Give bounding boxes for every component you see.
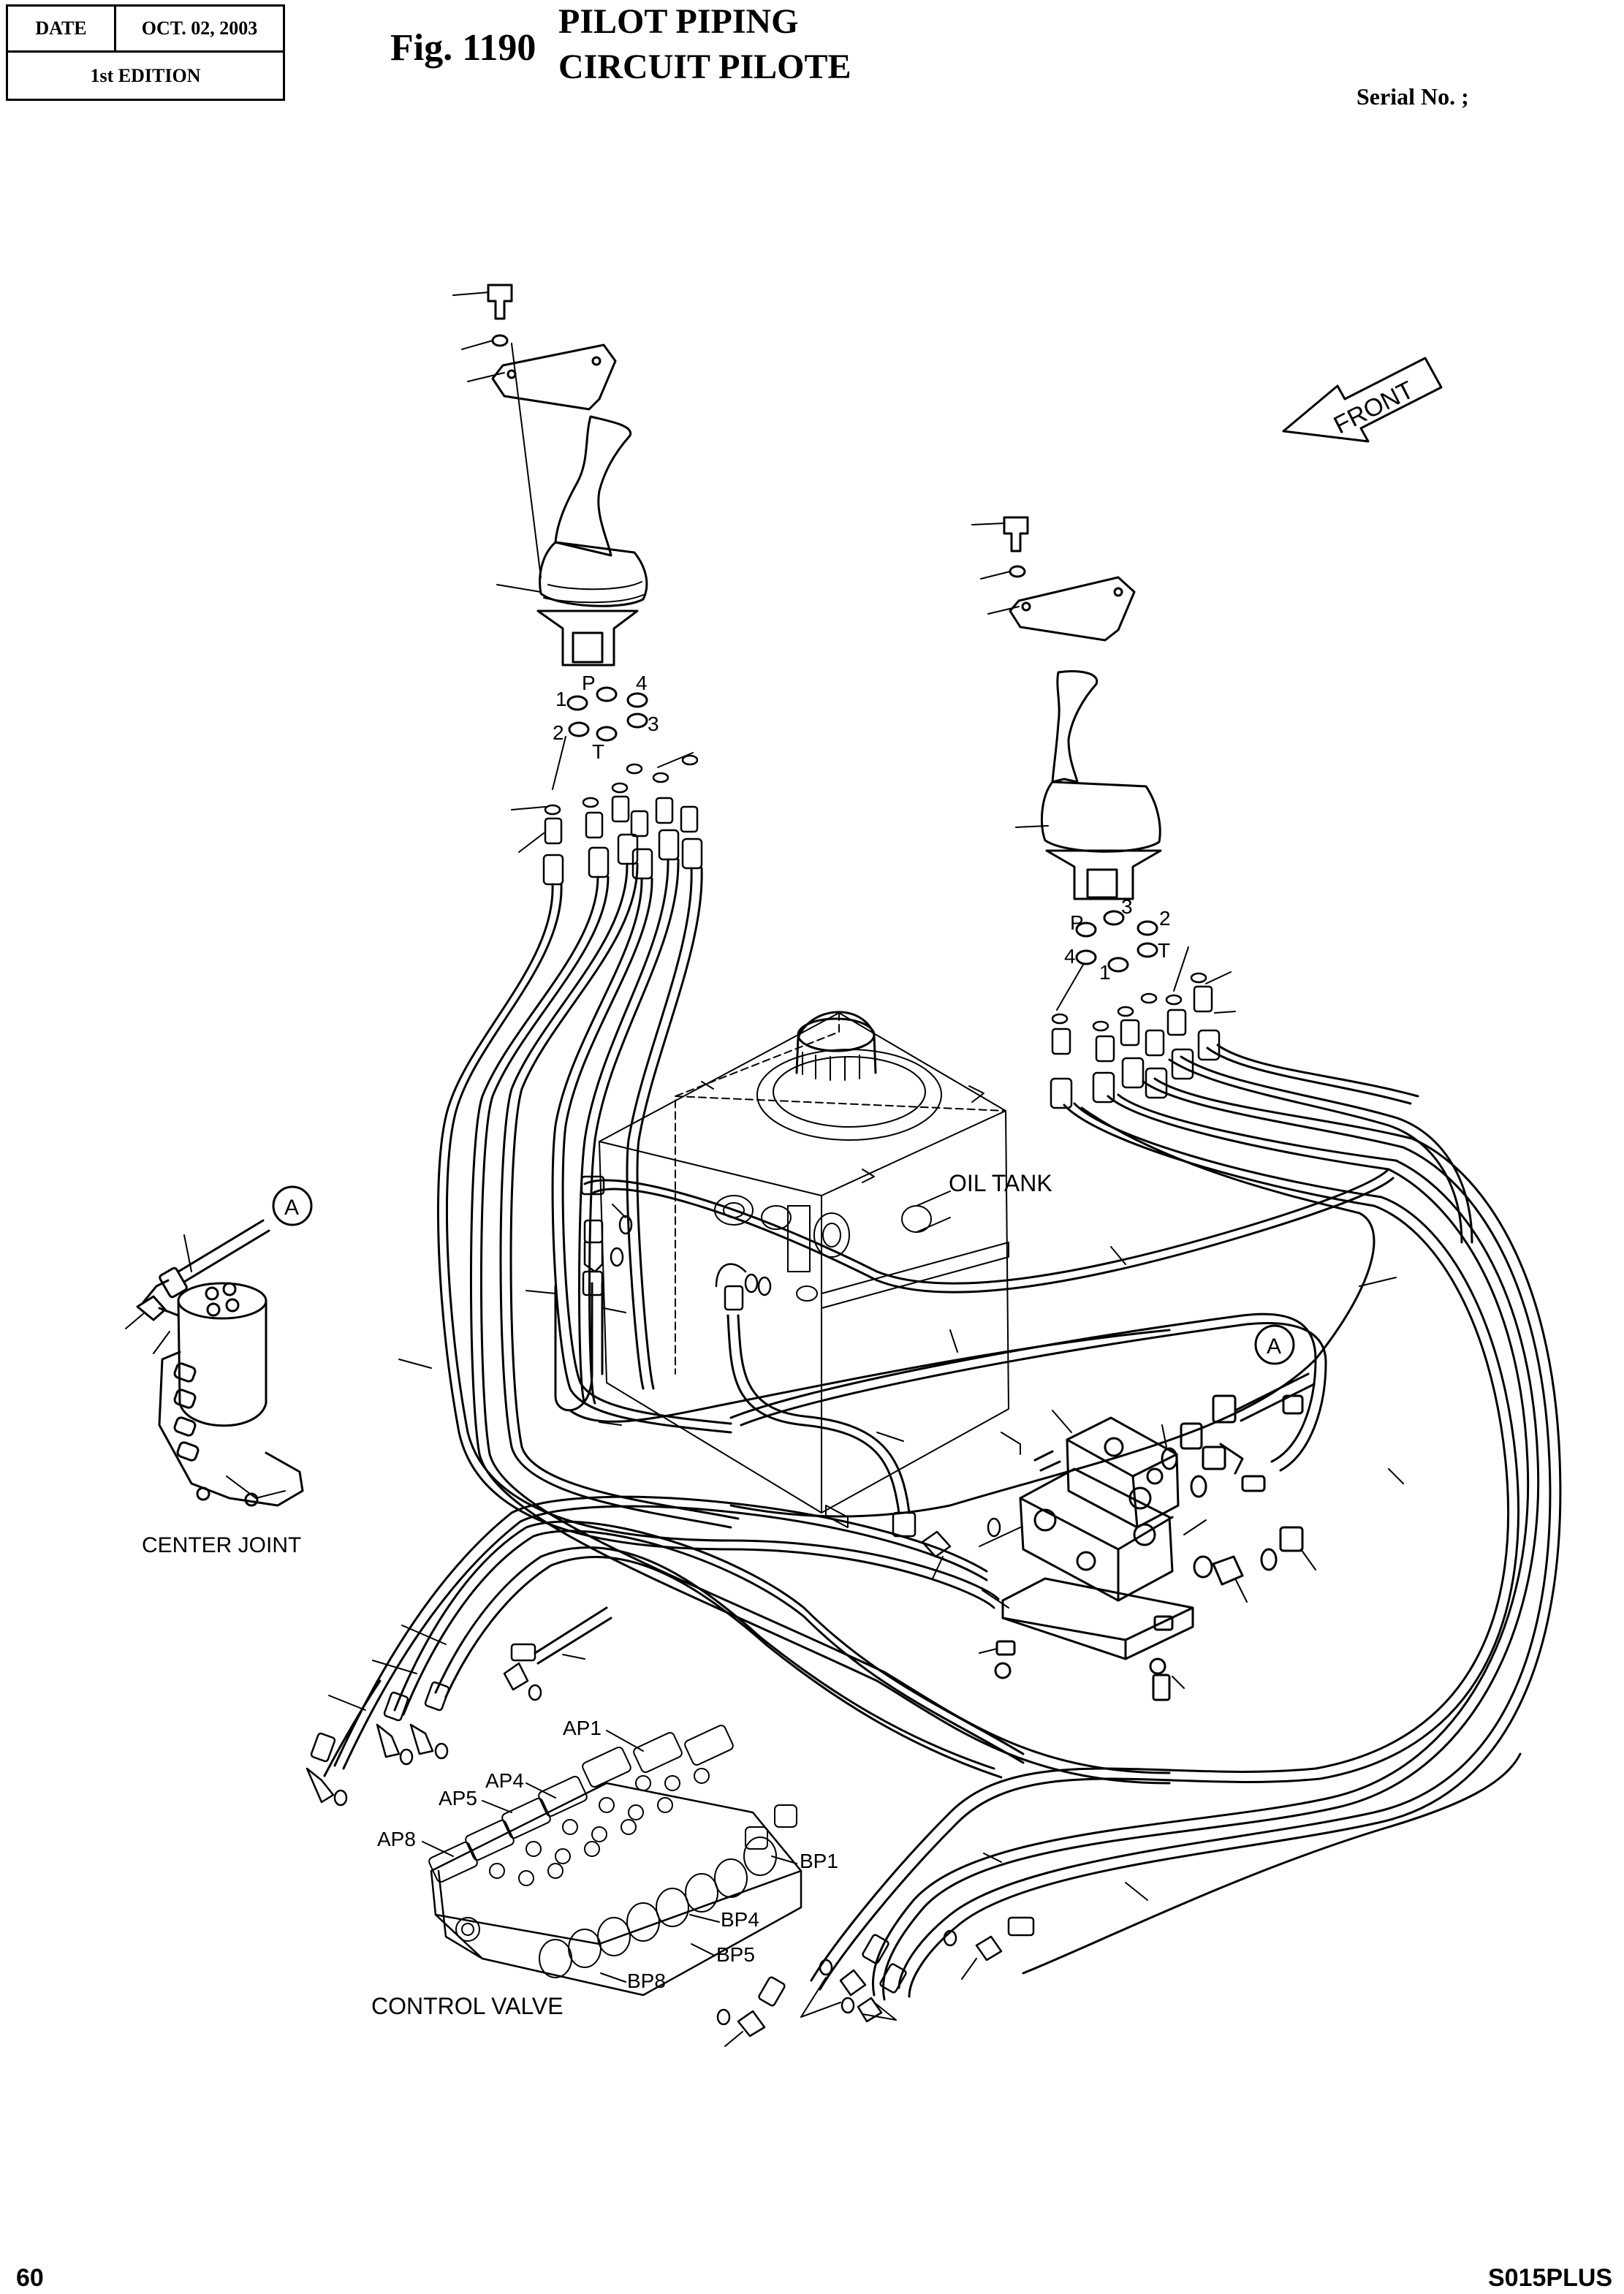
ap-port-fittings <box>306 1606 612 1807</box>
port-ap5: AP5 <box>439 1787 477 1809</box>
control-valve-leaders <box>422 1730 797 1983</box>
port-ap1: AP1 <box>563 1717 602 1739</box>
solenoid-valve-block <box>979 1324 1316 1701</box>
port-label-4-right: 4 <box>1064 945 1076 968</box>
port-bp8: BP8 <box>627 1970 666 1992</box>
center-joint-label: CENTER JOINT <box>142 1533 301 1557</box>
model-name: S015PLUS <box>1488 2264 1613 2292</box>
port-label-p-right: P <box>1070 911 1084 934</box>
port-ap4: AP4 <box>485 1769 524 1792</box>
tank-hoses <box>554 1168 1395 1514</box>
control-valve <box>428 1724 802 1997</box>
serial-number: Serial No. ; <box>1357 83 1469 110</box>
revision-box: DATE OCT. 02, 2003 1st EDITION <box>6 4 285 101</box>
port-label-2-right: 2 <box>1159 907 1171 930</box>
edition-row: 1st EDITION <box>8 53 283 99</box>
title-english: PILOT PIPING <box>558 2 799 41</box>
hoses-right-joystick <box>729 1044 1562 2001</box>
date-value: OCT. 02, 2003 <box>141 18 258 39</box>
port-label-3: 3 <box>648 713 659 735</box>
port-label-3-right: 3 <box>1121 895 1133 918</box>
left-pilot-valve: 1 P 4 2 T 3 <box>452 284 703 886</box>
control-valve-label: CONTROL VALVE <box>371 1993 564 2019</box>
edition-text: 1st EDITION <box>90 64 201 86</box>
port-label-1-right: 1 <box>1099 961 1111 984</box>
figure-number: Fig. 1190 <box>390 27 536 69</box>
port-bp5: BP5 <box>716 1943 755 1966</box>
right-pilot-valve: P 3 2 4 1 T <box>971 516 1236 1109</box>
center-joint <box>125 1185 313 1507</box>
port-label-p: P <box>582 672 596 694</box>
ref-a-right: A <box>1267 1334 1281 1359</box>
page-number: 60 <box>16 2264 44 2292</box>
port-label-t-right: T <box>1158 939 1170 962</box>
port-ap8: AP8 <box>377 1828 416 1850</box>
front-arrow: FRONT <box>1282 357 1443 443</box>
revision-date-row: DATE OCT. 02, 2003 <box>8 7 283 53</box>
port-bp4: BP4 <box>721 1908 759 1931</box>
oil-tank-label: OIL TANK <box>949 1170 1052 1196</box>
port-bp1: BP1 <box>800 1850 838 1872</box>
oil-tank <box>599 1011 1021 1528</box>
port-label-2: 2 <box>553 721 564 744</box>
port-label-t: T <box>592 740 604 763</box>
bp-port-fittings <box>716 1916 1035 2047</box>
leader-lines <box>328 1246 1404 1901</box>
port-label-1: 1 <box>555 688 567 710</box>
title-french: CIRCUIT PILOTE <box>558 48 851 86</box>
date-label: DATE <box>8 7 116 50</box>
port-label-4: 4 <box>636 672 648 694</box>
ref-a-left: A <box>284 1196 299 1220</box>
tank-fittings <box>580 1175 1001 1579</box>
